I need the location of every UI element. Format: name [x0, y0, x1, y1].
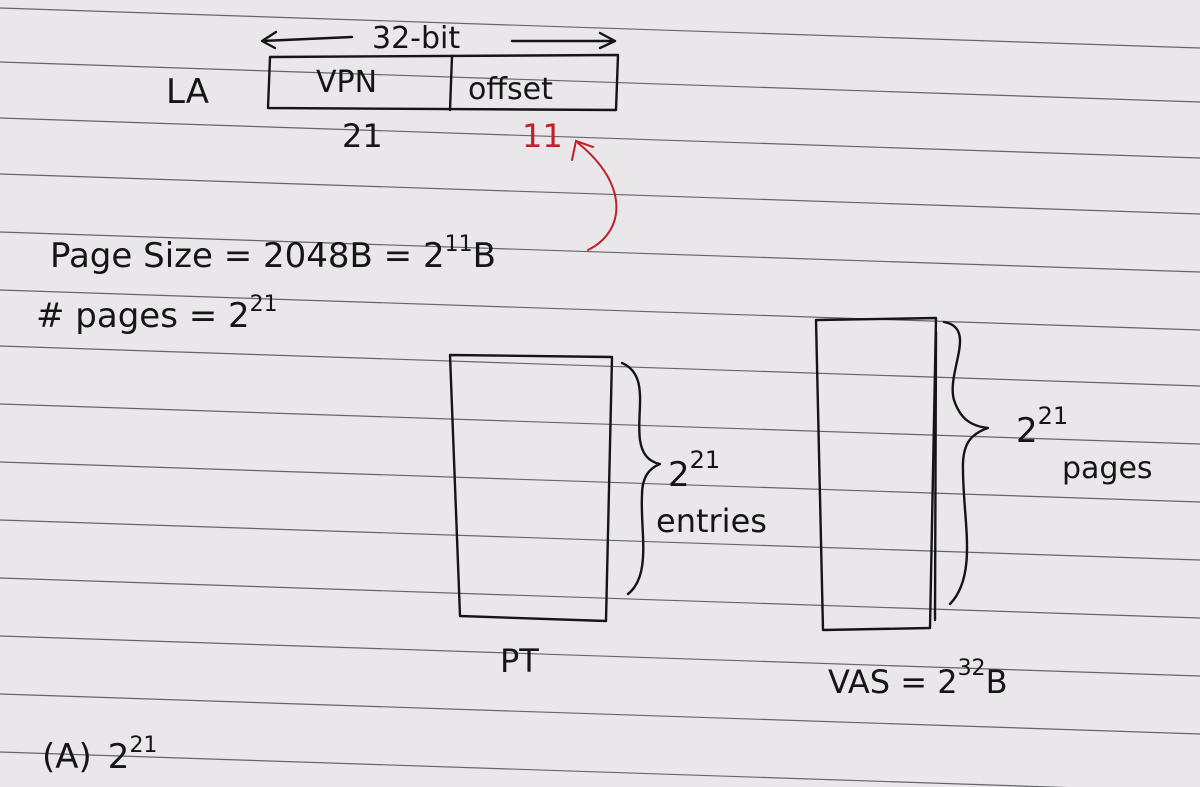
equations: Page Size = 2048B = 211B # pages = 221 — [36, 232, 496, 336]
la-label: LA — [166, 72, 209, 112]
ruled-line — [0, 635, 1200, 677]
offset-field-label: offset — [468, 72, 553, 107]
page-size-unit: B — [473, 236, 496, 276]
answer: (A) 221 — [42, 733, 157, 777]
vas-box — [814, 316, 938, 632]
page-table-count-base: 2 — [668, 455, 690, 495]
bit-width-arrow-right — [510, 31, 617, 50]
vas-count-unit: pages — [1062, 451, 1153, 486]
vas-diagram: 221 pages VAS = 232B — [814, 316, 1153, 701]
page-table-caption: PT — [500, 642, 539, 680]
bit-width-label: 32-bit — [372, 21, 460, 56]
num-pages-equation: # pages = 221 — [36, 292, 278, 336]
page-table-count: 221 — [668, 446, 720, 495]
ruled-line — [0, 231, 1200, 273]
page-size-exponent: 11 — [445, 232, 473, 257]
page-size-prefix: Page Size = 2048B = 2 — [50, 236, 445, 276]
ruled-line — [0, 7, 1200, 49]
logical-address-diagram: LA 32-bit VPN offset 21 11 — [166, 21, 620, 251]
answer-base: 2 — [108, 737, 130, 777]
num-pages-prefix: # pages = 2 — [36, 296, 250, 336]
address-field-divider — [448, 54, 454, 112]
num-pages-exponent: 21 — [250, 292, 278, 317]
bit-width-arrow-left — [260, 30, 354, 50]
answer-line: (A) 221 — [42, 733, 157, 777]
ruled-line — [0, 173, 1200, 215]
ruled-line — [0, 751, 1069, 787]
ruled-line — [0, 519, 1200, 561]
vas-count-exponent: 21 — [1038, 402, 1069, 430]
ruled-line — [0, 345, 1200, 387]
vpn-bits: 21 — [342, 117, 383, 155]
page-table-count-unit: entries — [656, 502, 767, 540]
vas-caption-prefix: VAS = 2 — [828, 663, 958, 701]
ruled-line — [0, 461, 1200, 503]
offset-bits: 11 — [522, 117, 563, 155]
vas-caption-unit: B — [986, 663, 1008, 701]
vas-count-base: 2 — [1016, 411, 1038, 451]
page-table-count-exponent: 21 — [690, 446, 721, 474]
ruled-line — [0, 577, 1200, 619]
ruled-line — [0, 403, 1200, 445]
vas-caption: VAS = 232B — [828, 656, 1008, 701]
ruled-line — [0, 117, 1200, 159]
page-size-equation: Page Size = 2048B = 211B — [50, 232, 496, 276]
answer-option: (A) — [42, 737, 92, 777]
page-table-brace — [620, 361, 662, 596]
vas-count: 221 — [1016, 402, 1068, 451]
ruled-line — [0, 693, 1200, 735]
vas-inner-edge — [933, 330, 938, 622]
vpn-field-label: VPN — [316, 65, 377, 100]
offset-link-arrow — [571, 139, 618, 251]
vas-brace — [942, 320, 990, 606]
page-table-box — [448, 353, 614, 623]
address-box — [266, 53, 620, 112]
ruled-lines — [0, 7, 1200, 787]
ruled-line — [0, 61, 1200, 103]
vas-caption-exponent: 32 — [958, 656, 986, 681]
ruled-line — [0, 289, 1200, 331]
page-table-diagram: 221 entries PT — [448, 353, 767, 680]
answer-exponent: 21 — [129, 733, 157, 758]
